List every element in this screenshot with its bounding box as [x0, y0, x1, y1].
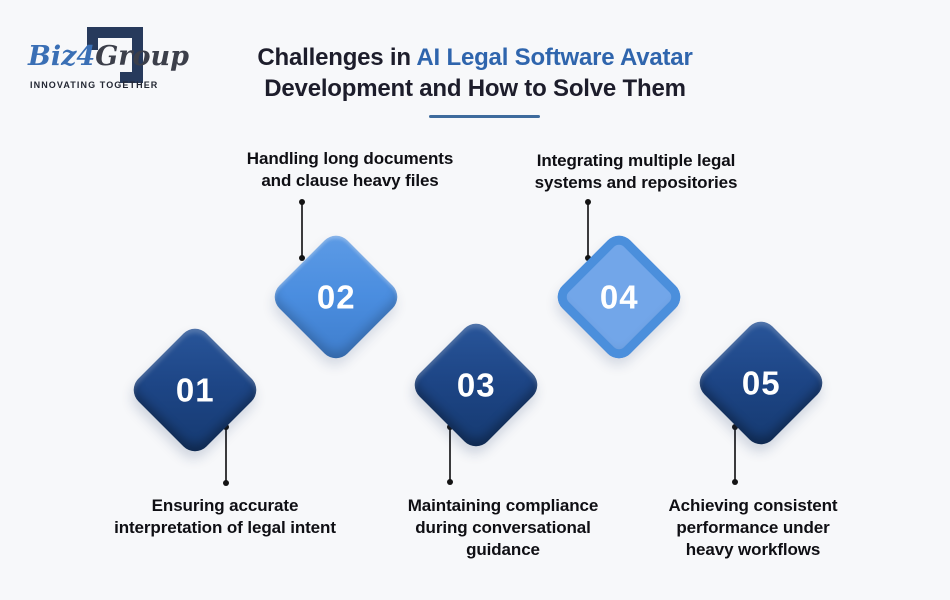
connector-line-02: [299, 199, 305, 261]
challenge-label-05: Achieving consistent performance under h…: [668, 496, 838, 559]
logo-text-biz4: Biz4: [28, 41, 96, 72]
page-title: Challenges in AI Legal Software Avatar D…: [0, 42, 950, 104]
logo-text-group: Group: [95, 41, 190, 72]
connector-line-04: [585, 199, 591, 261]
step-number-02: 02: [316, 278, 356, 315]
connector-line-05: [732, 424, 738, 485]
title-line1: Challenges in AI Legal Software Avatar: [0, 42, 950, 73]
title-line1-dark: Challenges in: [257, 44, 411, 71]
challenge-label-04: Integrating multiple legal systems and r…: [534, 151, 738, 192]
step-number-04: 04: [599, 278, 639, 315]
logo-wordmark: Biz4Group: [28, 41, 189, 72]
connector-line-01: [223, 424, 229, 486]
logo-tagline: INNOVATING TOGETHER: [30, 80, 159, 90]
title-line1-accent: AI Legal Software Avatar: [416, 44, 693, 71]
biz4group-logo: Biz4Group INNOVATING TOGETHER: [20, 15, 189, 100]
diamond-step-01: 01: [127, 322, 263, 458]
connector-line-03: [447, 424, 453, 485]
diamond-step-04: 04: [551, 229, 687, 365]
challenge-label-02: Handling long documents and clause heavy…: [246, 149, 454, 190]
title-underline: [429, 115, 540, 118]
logo-bracket-icon: [87, 27, 143, 83]
step-number-03: 03: [456, 366, 496, 403]
diamond-step-02: 02: [268, 229, 404, 365]
challenge-label-01: Ensuring accurate interpretation of lega…: [114, 496, 336, 537]
diamond-step-03: 03: [408, 317, 544, 453]
diamond-step-05: 05: [693, 315, 829, 451]
title-line2: Development and How to Solve Them: [264, 75, 686, 102]
challenge-label-03: Maintaining compliance during conversati…: [407, 496, 599, 559]
step-number-05: 05: [741, 364, 781, 401]
step-number-01: 01: [175, 371, 215, 408]
